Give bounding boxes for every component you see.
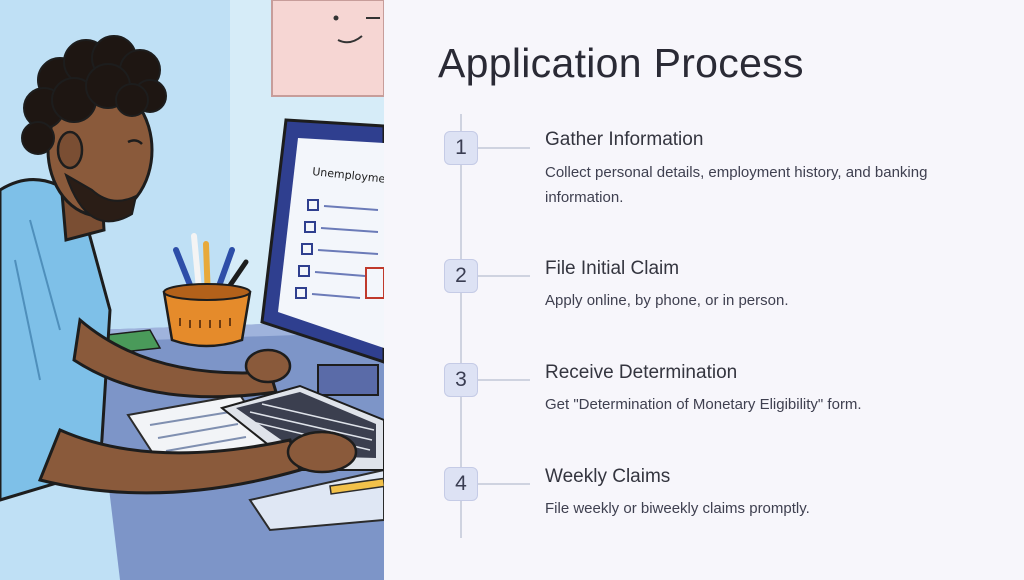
step-connector <box>478 379 530 381</box>
timeline-line <box>460 114 462 538</box>
step-number-badge: 3 <box>444 363 478 397</box>
step-number-badge: 1 <box>444 131 478 165</box>
step-description: File weekly or biweekly claims promptly. <box>545 500 810 517</box>
step-description: Collect personal details, employment his… <box>545 164 928 206</box>
pen-holder <box>162 233 252 348</box>
step-connector <box>478 147 530 149</box>
sticky-note <box>271 0 384 97</box>
page-title: Application Process <box>438 40 804 86</box>
step-number-badge: 4 <box>444 467 478 501</box>
step-description: Get "Determination of Monetary Eligibili… <box>545 396 862 413</box>
step-connector <box>478 275 530 277</box>
step-title: File Initial Claim <box>545 258 680 279</box>
hero-illustration: Unemployment <box>0 0 384 580</box>
step-title: Gather Information <box>545 129 704 150</box>
computer-monitor: Unemployment <box>260 118 384 396</box>
step-title: Receive Determination <box>545 362 738 383</box>
step-connector <box>478 483 530 485</box>
step-description: Apply online, by phone, or in person. <box>545 292 789 309</box>
person <box>0 35 358 502</box>
main-content: Application Process 1 Gather Information… <box>384 0 1024 580</box>
step-number-badge: 2 <box>444 259 478 293</box>
step-title: Weekly Claims <box>545 466 671 487</box>
